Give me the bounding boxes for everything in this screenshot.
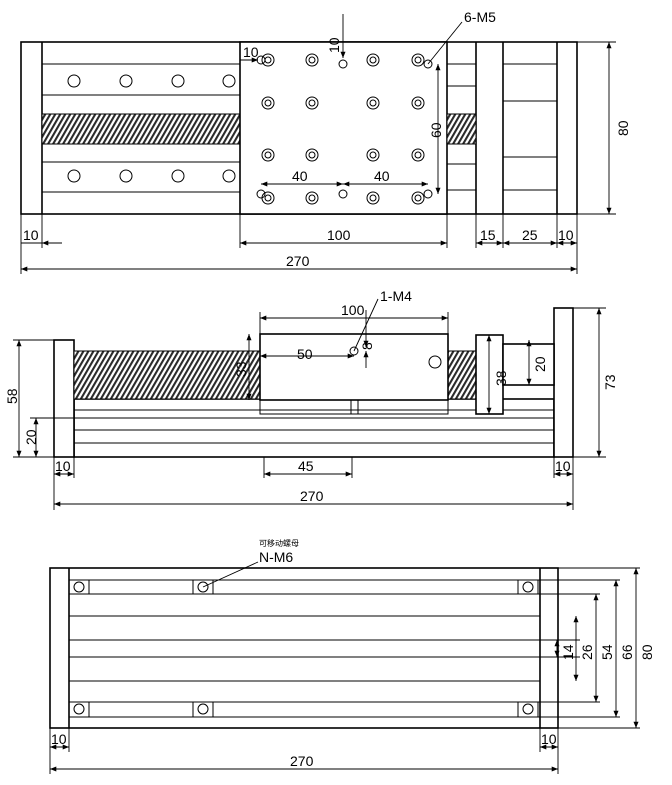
dim-motor-gap: 25: [522, 227, 538, 243]
end-plate-right: [553, 307, 574, 458]
callout-m4: 1-M4: [380, 288, 412, 304]
side-carriage: [259, 333, 449, 401]
dim-side-hole-height: 8: [359, 342, 375, 350]
dim-hole-spacing-x-right: 40: [374, 168, 390, 184]
side-screw-right: [447, 350, 477, 400]
dim-side-carriage: 100: [341, 302, 365, 318]
lead-screw: [41, 113, 241, 145]
dim-total: 270: [286, 253, 310, 269]
note-movable-nut: 可移动螺母: [259, 538, 299, 548]
bottom-nut-holes: [68, 579, 539, 718]
bottom-view: 可移动螺母 N-M6 14 26 54 66 80 10 10 270: [49, 538, 655, 774]
dim-bottom-slot-center: 14: [560, 644, 576, 660]
carriage-holes: [256, 53, 433, 205]
dim-side-end-right: 10: [555, 458, 571, 474]
dim-bottom-total: 270: [290, 753, 314, 769]
dim-bottom-80: 80: [639, 644, 655, 660]
dim-bottom-54: 54: [599, 644, 615, 660]
dim-side-hole-from-left: 50: [297, 346, 313, 362]
dim-bottom-end-left: 10: [51, 731, 67, 747]
dim-end-left: 10: [23, 227, 39, 243]
dim-side-total: 270: [300, 488, 324, 504]
bottom-frame: [49, 567, 559, 729]
dim-height: 80: [615, 120, 631, 136]
dim-bottom-end-right: 10: [541, 731, 557, 747]
side-view: 100 50 1-M4 8 33 38 20 73 58 20 10: [4, 288, 618, 510]
top-view: 10 10 60 40 40 6-M5 80 10 100 15 25 10 2…: [20, 9, 631, 274]
dim-side-base-height: 20: [23, 429, 39, 445]
dim-hole-offset-y: 10: [326, 37, 342, 53]
dim-side-body-height: 58: [4, 388, 20, 404]
dim-side-motor-offset: 20: [532, 356, 548, 372]
callout-m6: N-M6: [259, 549, 293, 565]
dim-hole-spacing-y: 60: [428, 122, 444, 138]
dim-side-block-height: 38: [493, 370, 509, 386]
top-rail-holes: [67, 74, 236, 183]
dim-side-base-span: 45: [298, 458, 314, 474]
dim-hole-spacing-x-left: 40: [292, 168, 308, 184]
dim-side-carriage-height: 33: [233, 361, 249, 377]
dim-bottom-26: 26: [579, 644, 595, 660]
end-plate-left: [53, 339, 75, 458]
dim-block: 15: [480, 227, 496, 243]
side-screw-left: [73, 350, 261, 400]
dim-carriage: 100: [327, 227, 351, 243]
dim-side-total-height: 73: [602, 374, 618, 390]
callout-m5: 6-M5: [464, 9, 496, 25]
dim-hole-offset-x: 10: [243, 44, 259, 60]
dim-bottom-66: 66: [619, 644, 635, 660]
dim-side-end-left: 10: [55, 458, 71, 474]
dim-end-right: 10: [558, 227, 574, 243]
